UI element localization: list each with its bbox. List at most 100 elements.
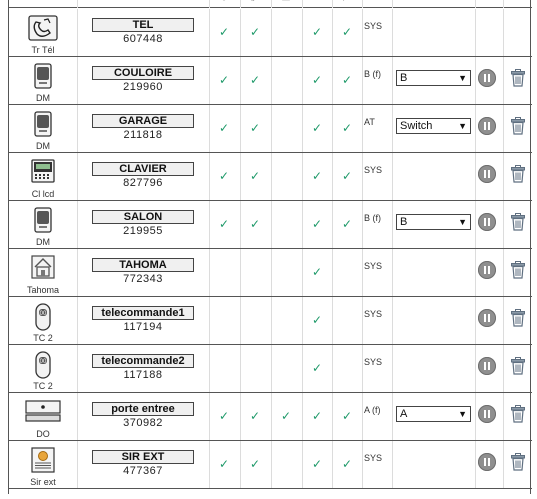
check-icon: ✓ — [311, 217, 323, 231]
keypad-lcd-icon — [31, 159, 55, 190]
column-divider — [503, 9, 504, 56]
device-type-label: DM — [36, 93, 50, 103]
device-name-field[interactable]: TAHOMA — [92, 258, 194, 272]
filter-icon[interactable]: ⁄⁄ — [250, 0, 260, 4]
column-divider — [362, 153, 363, 200]
column-divider — [302, 345, 303, 392]
column-divider — [332, 297, 333, 344]
delete-button[interactable] — [511, 165, 525, 183]
column-divider — [77, 105, 78, 152]
pause-button[interactable] — [478, 453, 496, 471]
delete-button[interactable] — [511, 261, 525, 279]
trash-icon — [511, 69, 525, 91]
check-icon: ✓ — [311, 313, 323, 327]
device-type: Cl lcd — [9, 153, 77, 200]
check-icon: ✓ — [341, 169, 353, 183]
column-divider — [475, 201, 476, 248]
column-divider — [392, 393, 393, 440]
siren-icon — [31, 447, 55, 478]
check-icon: ✓ — [249, 409, 261, 423]
delete-button[interactable] — [511, 453, 525, 471]
column-divider — [209, 393, 210, 440]
device-name-field[interactable]: SALON — [92, 210, 194, 224]
trash-icon — [511, 165, 525, 187]
pause-button[interactable] — [478, 117, 496, 135]
check-icon: ✓ — [218, 457, 230, 471]
device-id: 117194 — [123, 321, 163, 333]
pause-button[interactable] — [478, 357, 496, 375]
column-divider — [503, 345, 504, 392]
column-divider — [271, 9, 272, 56]
column-divider — [332, 153, 333, 200]
device-name-field[interactable]: COULOIRE — [92, 66, 194, 80]
delete-button[interactable] — [511, 117, 525, 135]
device-name-field[interactable]: GARAGE — [92, 114, 194, 128]
pause-button[interactable] — [478, 261, 496, 279]
header-divider — [362, 0, 363, 8]
zone-select-value: B — [400, 72, 408, 84]
delete-button[interactable] — [511, 405, 525, 423]
pause-button[interactable] — [478, 405, 496, 423]
check-icon: ✓ — [311, 73, 323, 87]
column-divider — [332, 57, 333, 104]
pause-button[interactable] — [478, 309, 496, 327]
column-divider — [77, 57, 78, 104]
minus-icon[interactable]: ― — [311, 0, 321, 4]
column-divider — [475, 345, 476, 392]
column-divider — [302, 9, 303, 56]
column-divider — [362, 9, 363, 56]
column-divider — [209, 249, 210, 296]
column-divider — [332, 105, 333, 152]
device-name-field[interactable]: TEL — [92, 18, 194, 32]
delete-button[interactable] — [511, 69, 525, 87]
device-name-field[interactable]: CLAVIER — [92, 162, 194, 176]
column-divider — [503, 249, 504, 296]
device-type: DM — [9, 57, 77, 104]
column-divider — [332, 441, 333, 488]
check-icon: ✓ — [311, 25, 323, 39]
delete-button[interactable] — [511, 309, 525, 327]
device-name-field[interactable]: telecommande1 — [92, 306, 194, 320]
zone-select[interactable]: B▼ — [396, 70, 471, 86]
zone-select[interactable]: A▼ — [396, 406, 471, 422]
column-divider — [392, 57, 393, 104]
check-icon: ✓ — [311, 169, 323, 183]
check-icon: ✓ — [341, 121, 353, 135]
lock-icon[interactable]: ▭ — [281, 0, 291, 4]
check-icon: ✓ — [218, 409, 230, 423]
pause-button[interactable] — [478, 213, 496, 231]
column-divider — [77, 345, 78, 392]
column-divider — [392, 297, 393, 344]
column-divider — [209, 153, 210, 200]
column-divider — [362, 441, 363, 488]
flag-icon[interactable]: ⚑ — [341, 0, 351, 4]
check-icon: ✓ — [249, 457, 261, 471]
column-divider — [503, 153, 504, 200]
column-divider — [392, 441, 393, 488]
device-id: 827796 — [123, 177, 163, 189]
column-divider — [271, 441, 272, 488]
zone-select[interactable]: B▼ — [396, 214, 471, 230]
zone-select-value: Switch — [400, 120, 433, 132]
check-icon: ✓ — [311, 265, 323, 279]
pause-button[interactable] — [478, 165, 496, 183]
pause-button[interactable] — [478, 69, 496, 87]
device-name-field[interactable]: porte entree — [92, 402, 194, 416]
check-icon: ✓ — [311, 409, 323, 423]
opening-detector-icon — [25, 399, 61, 428]
column-divider — [392, 9, 393, 56]
device-type: Tr Tél — [9, 9, 77, 56]
device-name-field[interactable]: SIR EXT — [92, 450, 194, 464]
zone-select[interactable]: Switch▼ — [396, 118, 471, 134]
device-name-field[interactable]: telecommande2 — [92, 354, 194, 368]
sensor-icon[interactable]: ● — [219, 0, 229, 4]
dropdown-arrow-icon: ▼ — [458, 217, 467, 227]
check-icon: ✓ — [341, 409, 353, 423]
delete-button[interactable] — [511, 357, 525, 375]
check-icon: ✓ — [249, 217, 261, 231]
delete-button[interactable] — [511, 213, 525, 231]
